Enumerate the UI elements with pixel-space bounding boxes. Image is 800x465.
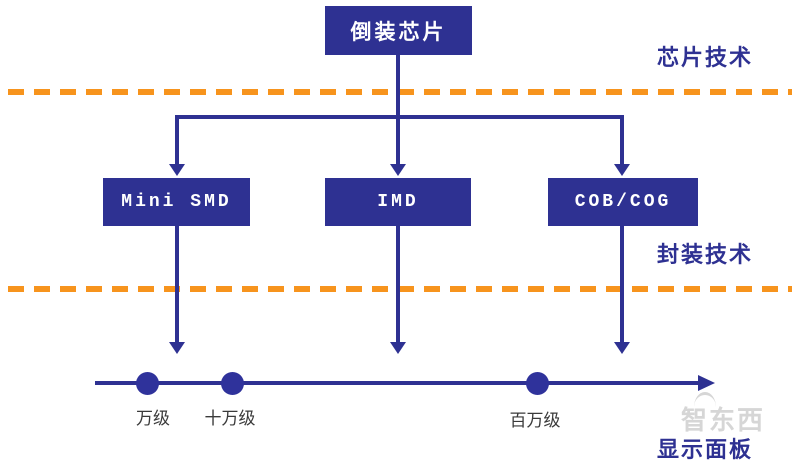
- pixel-scale-axis-line: [95, 381, 700, 385]
- arrow-down-icon: [390, 164, 406, 176]
- connector-branch-to-minismd: [175, 117, 179, 165]
- connector-cobcog-to-panel: [620, 226, 624, 343]
- arrow-down-icon: [169, 164, 185, 176]
- timeline-label-10k: 万级: [136, 409, 170, 428]
- connector-imd-to-panel: [396, 226, 400, 343]
- connector-branch-line: [175, 115, 624, 119]
- package-box-cob-cog: COB/COG: [548, 178, 698, 226]
- layer-label-chip-technology: 芯片技术: [657, 45, 754, 70]
- timeline-label-100k: 十万级: [204, 409, 256, 428]
- watermark-arc-icon: [694, 392, 716, 407]
- arrow-right-icon: [698, 375, 715, 391]
- connector-branch-to-cobcog: [620, 117, 624, 165]
- arrow-down-icon: [614, 164, 630, 176]
- watermark-logo: 智东西: [681, 405, 766, 435]
- package-tech-separator-dashed-line: [8, 286, 792, 292]
- connector-topbox-to-branch: [396, 55, 400, 119]
- chip-tech-separator-dashed-line: [8, 89, 792, 95]
- connector-minismd-to-panel: [175, 226, 179, 343]
- arrow-down-icon: [390, 342, 406, 354]
- flip-chip-box: 倒装芯片: [325, 6, 472, 55]
- timeline-dot-1m: [526, 372, 549, 395]
- connector-branch-to-imd: [396, 119, 400, 165]
- timeline-label-1m: 百万级: [509, 411, 561, 430]
- package-box-mini-smd: Mini SMD: [103, 178, 250, 226]
- layer-label-packaging-technology: 封装技术: [657, 242, 754, 267]
- layer-label-display-panel: 显示面板: [657, 437, 754, 462]
- arrow-down-icon: [614, 342, 630, 354]
- package-box-imd: IMD: [325, 178, 471, 226]
- timeline-dot-10k: [136, 372, 159, 395]
- timeline-dot-100k: [221, 372, 244, 395]
- arrow-down-icon: [169, 342, 185, 354]
